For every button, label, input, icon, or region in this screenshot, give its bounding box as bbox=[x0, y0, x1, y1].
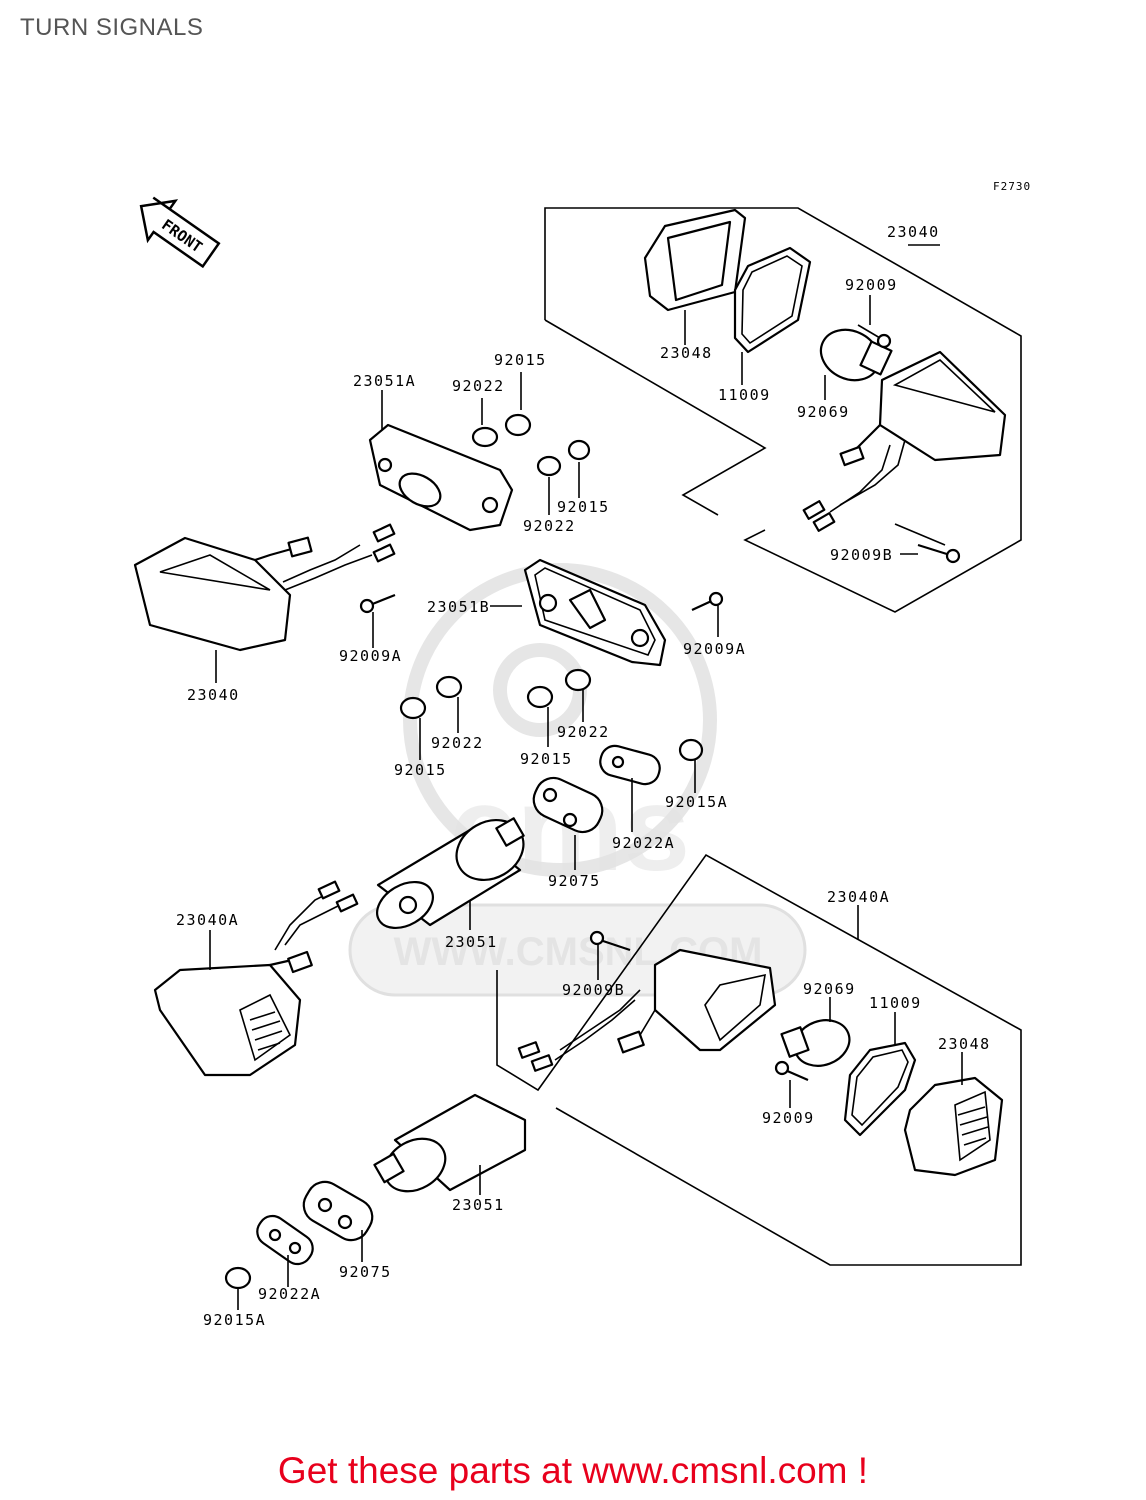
label-92075-lower: 92075 bbox=[339, 1263, 392, 1281]
signal-housing-23040-upper bbox=[802, 350, 1007, 532]
label-23048-upper: 23048 bbox=[660, 344, 713, 362]
label-92022-b: 92022 bbox=[523, 517, 576, 535]
label-92015-a: 92015 bbox=[494, 351, 547, 369]
label-92009B-lower: 92009B bbox=[562, 981, 625, 999]
signal-housing-23040A-lower bbox=[517, 948, 777, 1072]
rubber-92075-lower bbox=[302, 1180, 374, 1242]
screw-92009A-right bbox=[691, 591, 724, 611]
stalk-23051-middle bbox=[376, 817, 525, 930]
label-92009-lower: 92009 bbox=[762, 1109, 815, 1127]
label-92022A-upper: 92022A bbox=[612, 834, 675, 852]
screw-92009B-upper bbox=[917, 543, 961, 564]
label-92009-upper: 92009 bbox=[845, 276, 898, 294]
washer-92022-1 bbox=[471, 426, 499, 448]
label-23051-middle: 23051 bbox=[445, 933, 498, 951]
label-23040A-left: 23040A bbox=[176, 911, 239, 929]
washer-92022-4 bbox=[564, 668, 592, 692]
label-92022A-lower: 92022A bbox=[258, 1285, 321, 1303]
label-92069-upper: 92069 bbox=[797, 403, 850, 421]
label-92009B-upper: 92009B bbox=[830, 546, 893, 564]
bulb-92069-upper bbox=[819, 328, 893, 382]
leader-lines bbox=[209, 244, 963, 1310]
label-11009-upper: 11009 bbox=[718, 386, 771, 404]
label-92022-a: 92022 bbox=[452, 377, 505, 395]
label-92075-upper: 92075 bbox=[548, 872, 601, 890]
nut-92015A-1 bbox=[678, 738, 704, 762]
plate-92022A-lower bbox=[256, 1214, 314, 1266]
washer-92022-2 bbox=[536, 455, 562, 477]
signal-housing-23040-left bbox=[133, 523, 396, 652]
gasket-11009-upper bbox=[733, 246, 812, 354]
plate-92022A-upper bbox=[599, 744, 661, 786]
gasket-11009-lower bbox=[843, 1041, 917, 1137]
label-23051-lower: 23051 bbox=[452, 1196, 505, 1214]
bulb-92069-lower bbox=[780, 1019, 851, 1067]
label-92069-lower: 92069 bbox=[803, 980, 856, 998]
rubber-92075-upper bbox=[532, 776, 604, 834]
nut-92015-3 bbox=[399, 696, 427, 720]
label-92022-c: 92022 bbox=[431, 734, 484, 752]
nut-92015-1 bbox=[504, 413, 532, 437]
label-92015A-upper: 92015A bbox=[665, 793, 728, 811]
nut-92015A-2 bbox=[224, 1266, 252, 1290]
label-92015-b: 92015 bbox=[557, 498, 610, 516]
label-92015-c: 92015 bbox=[520, 750, 573, 768]
screw-92009-lower bbox=[774, 1060, 809, 1082]
label-23040-upper: 23040 bbox=[887, 223, 940, 241]
screw-92009B-lower bbox=[589, 930, 631, 952]
nut-92015-2 bbox=[567, 439, 591, 461]
footer-promo-link[interactable]: Get these parts at www.cmsnl.com ! bbox=[277, 1450, 869, 1491]
bracket-23051B bbox=[523, 558, 667, 667]
label-23048-lower: 23048 bbox=[938, 1035, 991, 1053]
lens-23048-upper bbox=[643, 208, 747, 312]
label-92009A-right: 92009A bbox=[683, 640, 746, 658]
group-frame-upper bbox=[544, 207, 1022, 613]
figure-code: F2730 bbox=[993, 180, 1031, 193]
label-92009A-left: 92009A bbox=[339, 647, 402, 665]
signal-housing-23040A-left bbox=[153, 880, 359, 1077]
screw-92009-upper bbox=[857, 324, 892, 349]
screw-92009A-left bbox=[359, 593, 396, 614]
stalk-23051-lower bbox=[373, 1093, 527, 1193]
bracket-23051A bbox=[368, 423, 514, 532]
label-23051B: 23051B bbox=[427, 598, 490, 616]
label-92015A-lower: 92015A bbox=[203, 1311, 266, 1329]
label-92015-d: 92015 bbox=[394, 761, 447, 779]
label-23040-left: 23040 bbox=[187, 686, 240, 704]
label-11009-lower: 11009 bbox=[869, 994, 922, 1012]
front-arrow-icon: FRONT bbox=[139, 196, 221, 269]
part-labels: 23040 92009 23048 11009 92069 92015 2305… bbox=[176, 223, 991, 1329]
page-title: TURN SIGNALS bbox=[20, 14, 204, 41]
lens-23048-lower bbox=[903, 1076, 1004, 1177]
label-92022-d: 92022 bbox=[557, 723, 610, 741]
label-23040A-right: 23040A bbox=[827, 888, 890, 906]
group-frame-lower bbox=[496, 853, 1022, 1266]
washer-92022-3 bbox=[435, 675, 463, 699]
label-23051A: 23051A bbox=[353, 372, 416, 390]
nut-92015-4 bbox=[526, 685, 554, 709]
